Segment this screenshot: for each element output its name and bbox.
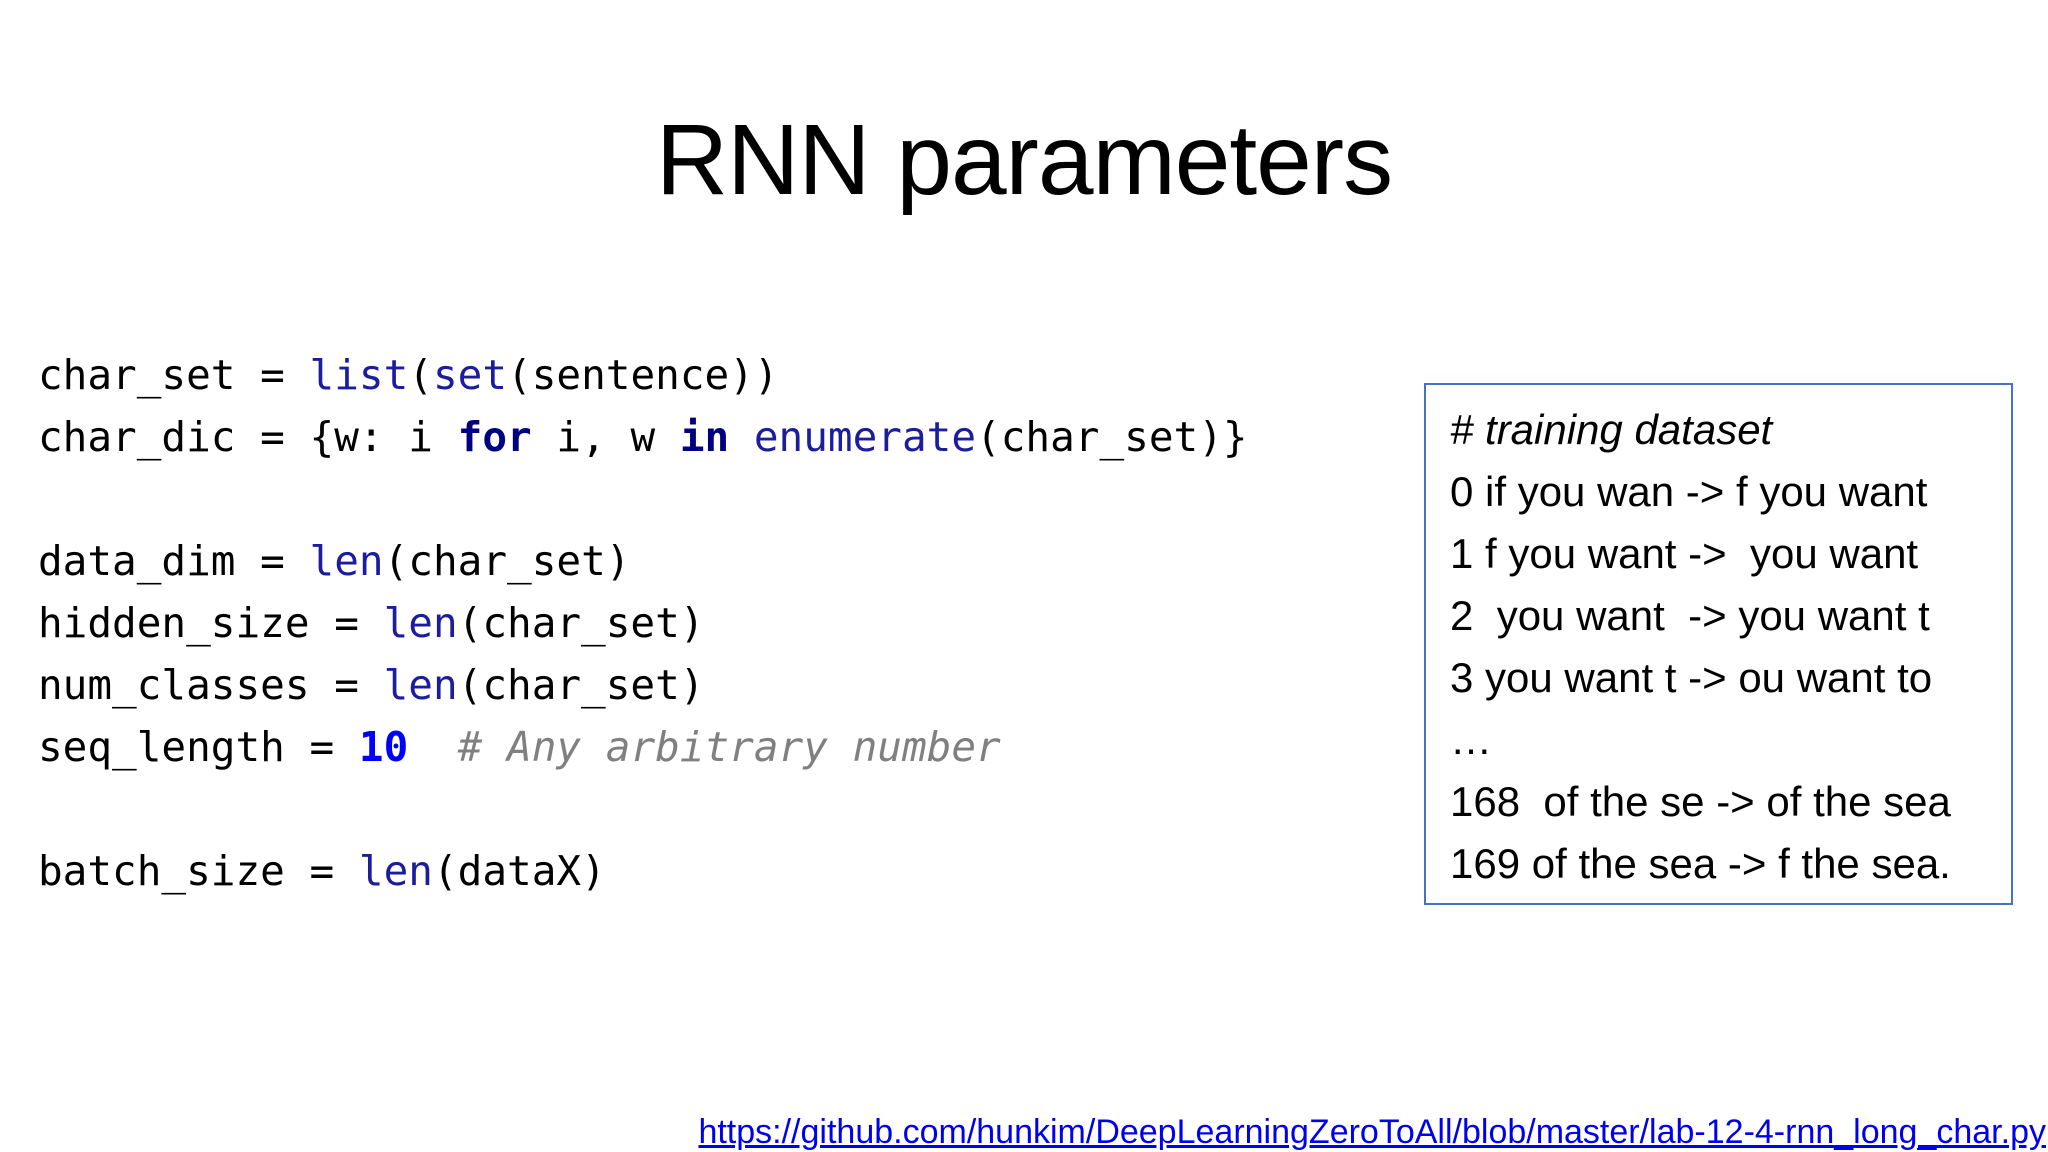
code-token-builtin: len — [383, 661, 458, 709]
code-line — [38, 468, 1248, 530]
code-token-plain: (char_set) — [457, 599, 705, 647]
dataset-line: 169 of the sea -> f the sea. — [1450, 840, 1951, 887]
code-token-plain: seq_length = — [38, 723, 359, 771]
dataset-line: 1 f you want -> you want — [1450, 530, 1919, 577]
code-line: data_dim = len(char_set) — [38, 530, 1248, 592]
code-line: seq_length = 10 # Any arbitrary number — [38, 716, 1248, 778]
code-token-builtin: len — [383, 599, 458, 647]
code-token-plain: (sentence)) — [507, 351, 779, 399]
code-token-plain: char_dic = {w: i — [38, 413, 458, 461]
code-token-builtin: enumerate — [753, 413, 977, 461]
dataset-line: 0 if you wan -> f you want — [1450, 468, 1928, 515]
code-token-plain: hidden_size = — [38, 599, 384, 647]
code-token-plain: data_dim = — [38, 537, 310, 585]
code-token-builtin: len — [358, 847, 433, 895]
code-token-plain — [408, 723, 457, 771]
dataset-ellipsis-line: … — [1450, 716, 1492, 763]
code-line: char_dic = {w: i for i, w in enumerate(c… — [38, 406, 1248, 468]
code-token-keyword: in — [679, 413, 730, 461]
code-line: char_set = list(set(sentence)) — [38, 344, 1248, 406]
code-token-plain: (dataX) — [432, 847, 606, 895]
code-block: char_set = list(set(sentence))char_dic =… — [38, 344, 1248, 902]
code-token-plain: num_classes = — [38, 661, 384, 709]
dataset-comment-line: # training dataset — [1450, 406, 1773, 453]
dataset-line: 3 you want t -> ou want to — [1450, 654, 1933, 701]
code-token-plain: (char_set) — [383, 537, 631, 585]
code-line: batch_size = len(dataX) — [38, 840, 1248, 902]
code-token-number: 10 — [358, 723, 409, 771]
code-line: hidden_size = len(char_set) — [38, 592, 1248, 654]
code-token-keyword: for — [457, 413, 532, 461]
code-token-plain: i, w — [531, 413, 680, 461]
code-line: num_classes = len(char_set) — [38, 654, 1248, 716]
code-token-plain: batch_size = — [38, 847, 359, 895]
code-token-plain: char_set = — [38, 351, 310, 399]
code-line — [38, 778, 1248, 840]
code-token-comment: # Any arbitrary number — [457, 723, 1001, 771]
dataset-line: 168 of the se -> of the sea — [1450, 778, 1951, 825]
code-token-plain: ( — [408, 351, 433, 399]
code-token-plain — [729, 413, 754, 461]
code-token-plain: (char_set)} — [976, 413, 1248, 461]
code-token-plain: (char_set) — [457, 661, 705, 709]
dataset-line: 2 you want -> you want t — [1450, 592, 1930, 639]
code-token-builtin: list — [309, 351, 409, 399]
code-token-builtin: set — [432, 351, 508, 399]
dataset-box: # training dataset 0 if you wan -> f you… — [1424, 383, 2013, 905]
page-title: RNN parameters — [655, 104, 1393, 216]
code-token-builtin: len — [309, 537, 384, 585]
github-link[interactable]: https://github.com/hunkim/DeepLearningZe… — [698, 1113, 2046, 1151]
